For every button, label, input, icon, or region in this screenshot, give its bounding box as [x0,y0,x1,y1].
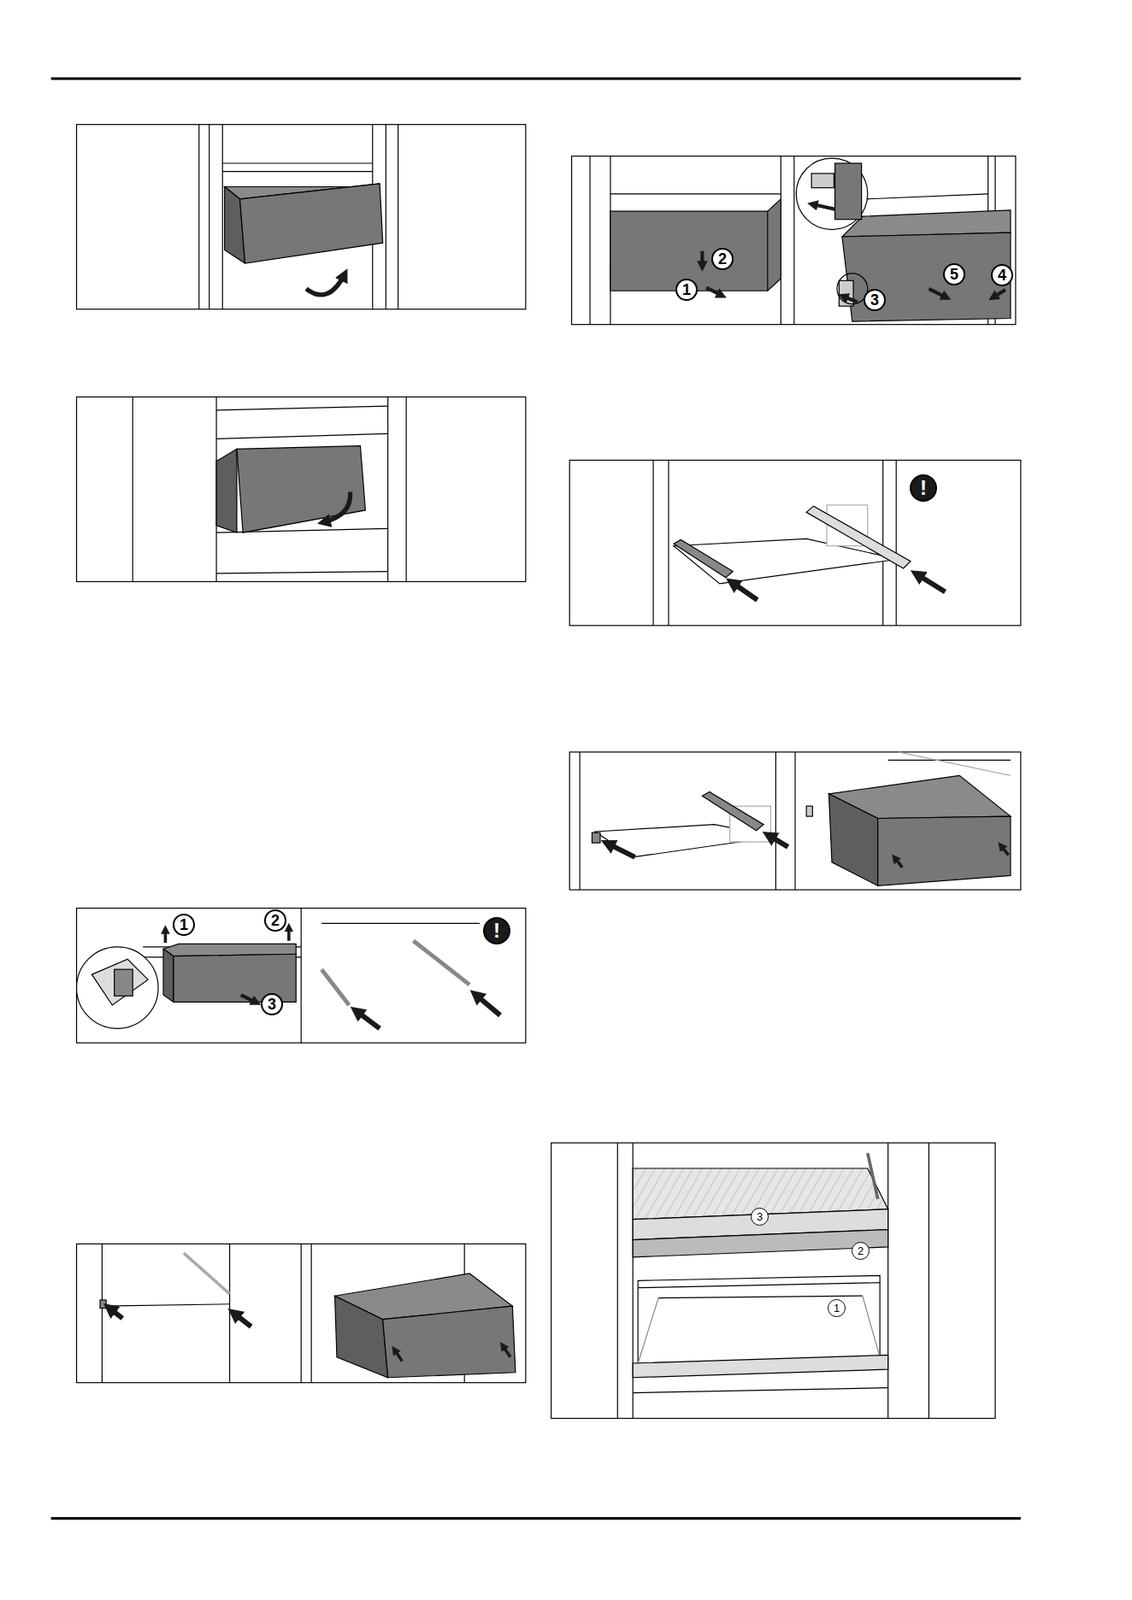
callout-number: 2 [264,909,287,932]
callout-text: ! [919,477,927,499]
callout-text: ! [493,920,501,942]
callout-number: 3 [750,1208,769,1227]
callout-number: 1 [675,278,698,301]
callout-number: 1 [827,1299,846,1318]
callout-text: 3 [870,292,879,308]
callout-number: 3 [863,288,886,312]
callout-number: 3 [260,993,283,1016]
callout-number: 5 [943,263,966,286]
callout-text: 5 [949,266,959,283]
callout-text: 3 [267,996,277,1013]
warning-symbol: ! [483,917,511,945]
callout-number: 2 [711,247,734,271]
callout-text: 2 [271,913,280,929]
callout-text: 1 [833,1302,840,1315]
callout-text: 3 [756,1211,763,1223]
callout-text: 2 [857,1245,864,1257]
callout-number: 1 [172,913,195,937]
callout-text: 4 [997,267,1007,283]
callout-text: 1 [682,282,691,298]
warning-symbol: ! [909,474,938,502]
callout-text: 1 [179,917,189,933]
callout-number: 2 [851,1242,870,1261]
callout-number: 4 [990,264,1014,287]
callout-text: 2 [718,251,727,267]
